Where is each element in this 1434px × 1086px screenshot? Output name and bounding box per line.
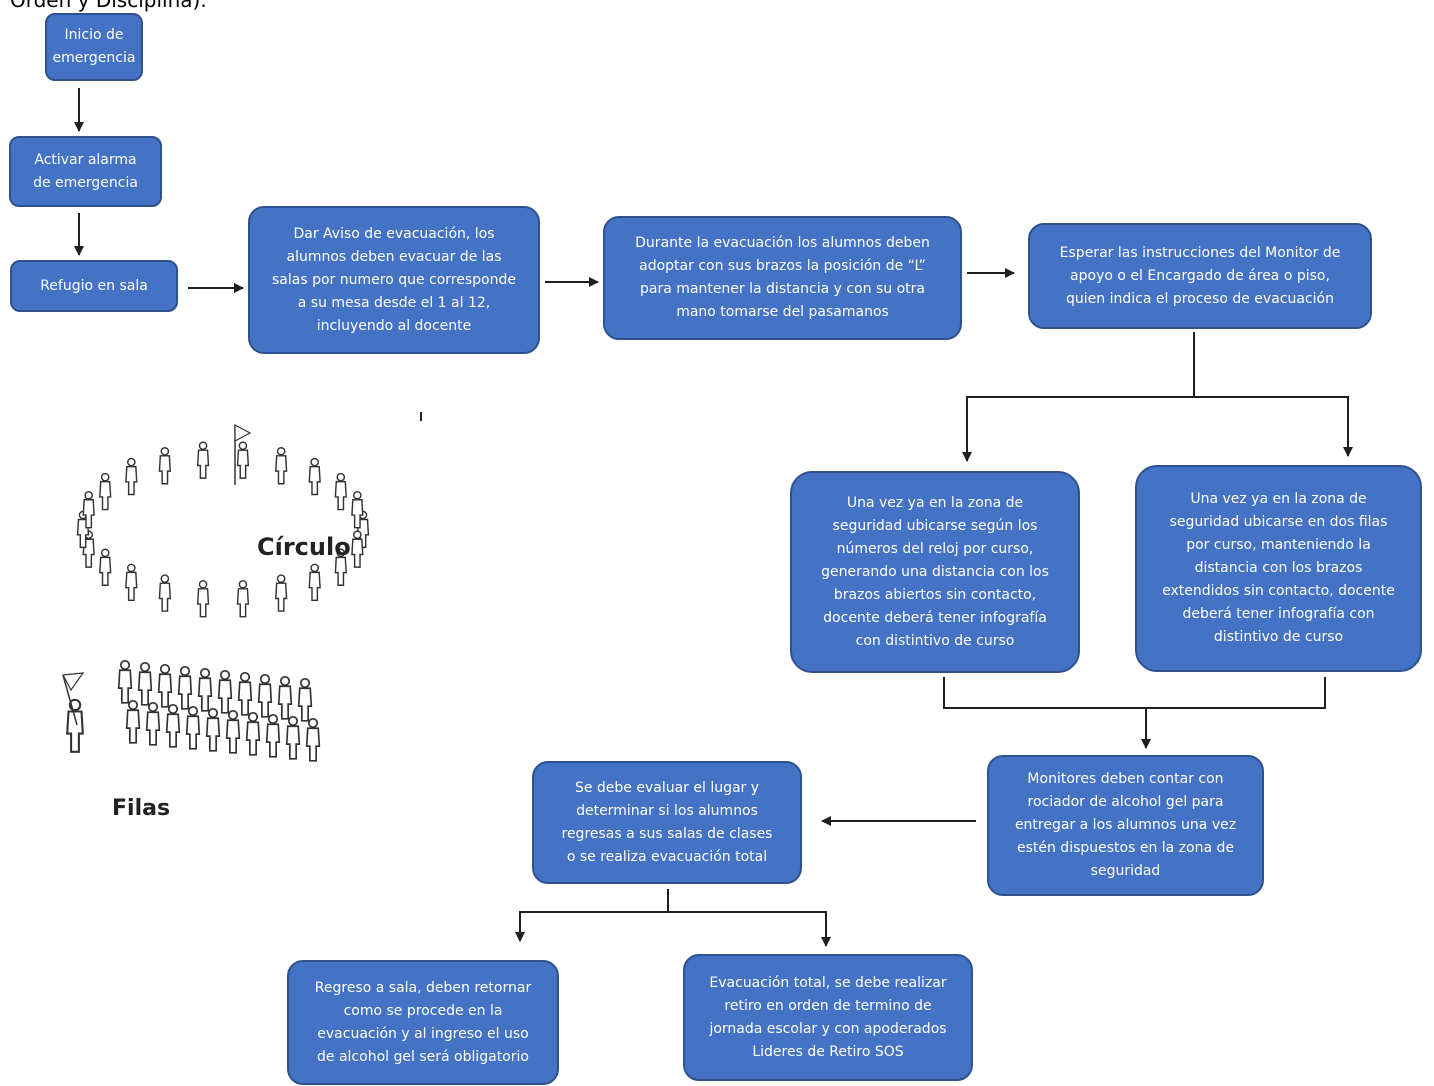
person-figure [177, 665, 193, 710]
person-figure [257, 673, 273, 718]
person-figure [82, 490, 95, 529]
branch-esperar-right [1194, 396, 1353, 457]
person-figure [158, 447, 172, 485]
circulo-label: Círculo [257, 533, 351, 561]
person-figure [145, 701, 161, 746]
person-figure [196, 441, 210, 479]
merge-left [943, 677, 1326, 709]
node-evaluar-lugar: Se debe evaluar el lugar y determinar si… [532, 761, 802, 884]
node-refugio-en-sala: Refugio en sala [10, 260, 178, 312]
person-figure [99, 548, 112, 586]
person-figure [165, 703, 181, 748]
node-durante-evacuacion: Durante la evacuación los alumnos deben … [603, 216, 962, 340]
person-figure [197, 667, 213, 712]
node-evacuacion-total: Evacuación total, se debe realizar retir… [683, 954, 973, 1081]
header-text-fragment: Orden y Disciplina). [10, 0, 207, 12]
person-figure [351, 530, 364, 568]
person-figure [125, 457, 138, 496]
node-dar-aviso: Dar Aviso de evacuación, los alumnos deb… [248, 206, 540, 354]
person-figure [236, 441, 250, 479]
person-figure [185, 705, 201, 750]
person-figure [277, 675, 293, 720]
person-figure [205, 707, 221, 752]
person-figure [308, 563, 321, 602]
person-figure [225, 709, 241, 754]
person-figure [285, 715, 301, 760]
person-figure [245, 711, 261, 756]
person-figure [125, 699, 141, 744]
person-figure [196, 579, 210, 618]
person-figure [117, 659, 133, 704]
person-figure [217, 669, 233, 714]
person-figure [334, 548, 347, 586]
person-figure [265, 713, 281, 758]
person-figure [66, 698, 84, 753]
person-figure [305, 717, 321, 762]
node-ubicacion-filas: Una vez ya en la zona de seguridad ubica… [1135, 465, 1422, 672]
person-figure [334, 472, 347, 511]
person-figure [274, 447, 288, 485]
person-figure [308, 457, 321, 496]
person-figure [137, 661, 153, 706]
branch-esperar-split [962, 332, 1195, 462]
person-figure [125, 563, 138, 602]
node-activar-alarma: Activar alarma de emergencia [9, 136, 162, 207]
person-figure [157, 663, 173, 708]
person-figure [351, 490, 364, 529]
person-figure [158, 574, 172, 612]
person-figure [274, 574, 288, 612]
person-figure [236, 579, 250, 618]
branch-evaluar-right [668, 911, 831, 947]
node-inicio-emergencia: Inicio de emergencia [45, 13, 143, 81]
node-regreso-sala: Regreso a sala, deben retornar como se p… [287, 960, 559, 1085]
person-figure [99, 472, 112, 511]
person-figure [297, 677, 313, 722]
person-figure [237, 671, 253, 716]
filas-label: Filas [112, 796, 170, 821]
formation-illustration: Círculo Filas [62, 424, 370, 821]
branch-evaluar-split [515, 889, 669, 942]
node-monitores-alcohol-gel: Monitores deben contar con rociador de a… [987, 755, 1264, 896]
node-esperar-instrucciones: Esperar las instrucciones del Monitor de… [1028, 223, 1372, 329]
node-ubicacion-circulo: Una vez ya en la zona de seguridad ubica… [790, 471, 1080, 673]
